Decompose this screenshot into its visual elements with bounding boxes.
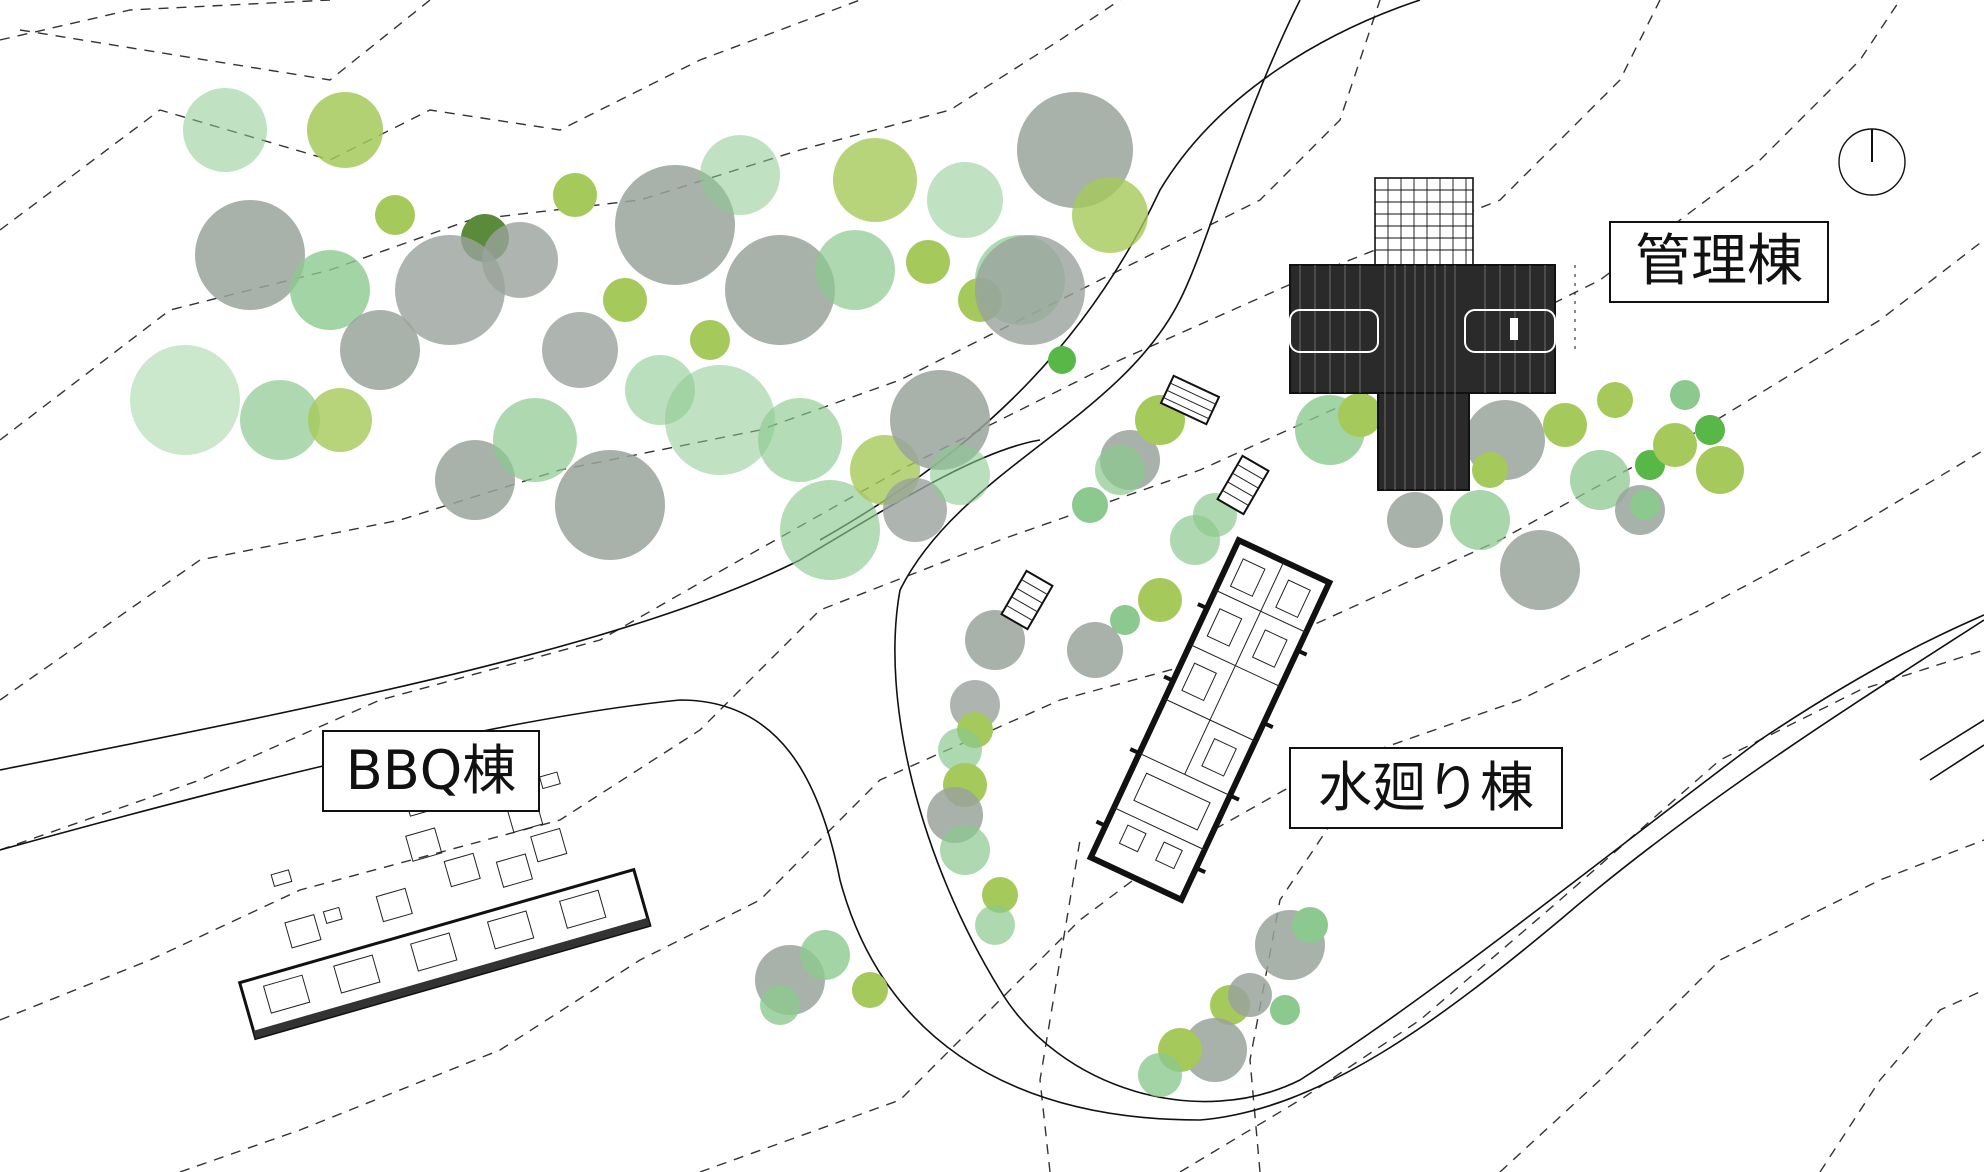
label-water-text: 水廻り棟 bbox=[1318, 756, 1534, 819]
southeast-trees bbox=[1138, 907, 1328, 1097]
water-building bbox=[1086, 536, 1334, 904]
bbq-building bbox=[237, 771, 652, 1041]
admin-trees bbox=[1072, 380, 1744, 610]
decks bbox=[1000, 374, 1270, 631]
label-water: 水廻り棟 bbox=[1289, 747, 1563, 829]
admin-building bbox=[1289, 177, 1576, 491]
label-bbq: BBQ棟 bbox=[322, 730, 540, 812]
north-arrow-icon bbox=[1838, 128, 1906, 196]
road-edges bbox=[0, 0, 1984, 1121]
label-admin: 管理棟 bbox=[1609, 221, 1829, 303]
label-admin-text: 管理棟 bbox=[1635, 229, 1803, 294]
north-forest bbox=[130, 88, 1148, 580]
road-trees bbox=[755, 445, 1237, 1025]
label-bbq-text: BBQ棟 bbox=[346, 739, 517, 802]
